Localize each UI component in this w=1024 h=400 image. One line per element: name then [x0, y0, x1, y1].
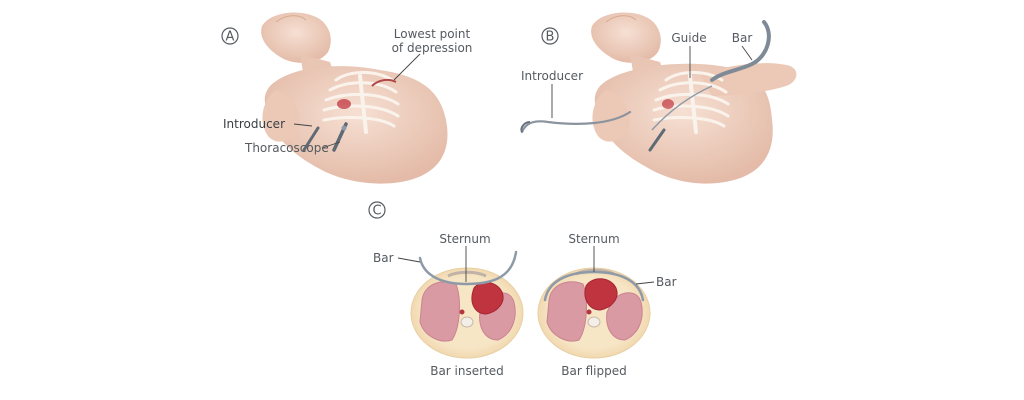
label-introducer-a: Introducer — [223, 117, 285, 131]
patient-torso-a — [261, 12, 448, 184]
ribcage-b — [652, 71, 730, 134]
bar-inserted — [418, 250, 518, 286]
label-sternum-right: Sternum — [568, 232, 619, 246]
leader-lines-b — [551, 45, 753, 118]
label-of-depression: of depression — [392, 41, 473, 55]
panel-b: B — [520, 12, 797, 184]
panel-a: A — [221, 12, 473, 184]
cross-section-flipped — [537, 267, 651, 359]
bar-instrument — [710, 20, 771, 82]
panel-c-badge-label: C — [372, 204, 381, 219]
patient-torso-b — [591, 12, 797, 184]
label-bar-left: Bar — [373, 251, 394, 265]
label-lowest-point: Lowest point — [394, 27, 471, 41]
ribcage-a — [322, 71, 400, 134]
label-introducer-b: Introducer — [521, 69, 583, 83]
label-guide: Guide — [671, 31, 706, 45]
leader-lines-c-left — [397, 246, 467, 282]
label-bar-right: Bar — [656, 275, 677, 289]
cross-section-inserted — [410, 250, 524, 359]
panel-c: C Sternum Bar Bar inserted — [368, 201, 677, 378]
label-bar-b: Bar — [732, 31, 753, 45]
label-sternum-left: Sternum — [439, 232, 490, 246]
leader-lines-c-right — [593, 246, 655, 285]
label-thoracoscope: Thoracoscope — [244, 141, 329, 155]
panel-b-badge: B — [541, 27, 559, 45]
caption-bar-inserted: Bar inserted — [430, 364, 504, 378]
panel-a-badge-label: A — [226, 30, 235, 45]
panel-c-badge: C — [368, 201, 386, 219]
panel-a-badge: A — [221, 27, 239, 45]
caption-bar-flipped: Bar flipped — [561, 364, 626, 378]
introducer-instrument — [520, 110, 632, 134]
leader-lines-a — [293, 53, 421, 149]
panel-b-badge-label: B — [546, 30, 555, 45]
